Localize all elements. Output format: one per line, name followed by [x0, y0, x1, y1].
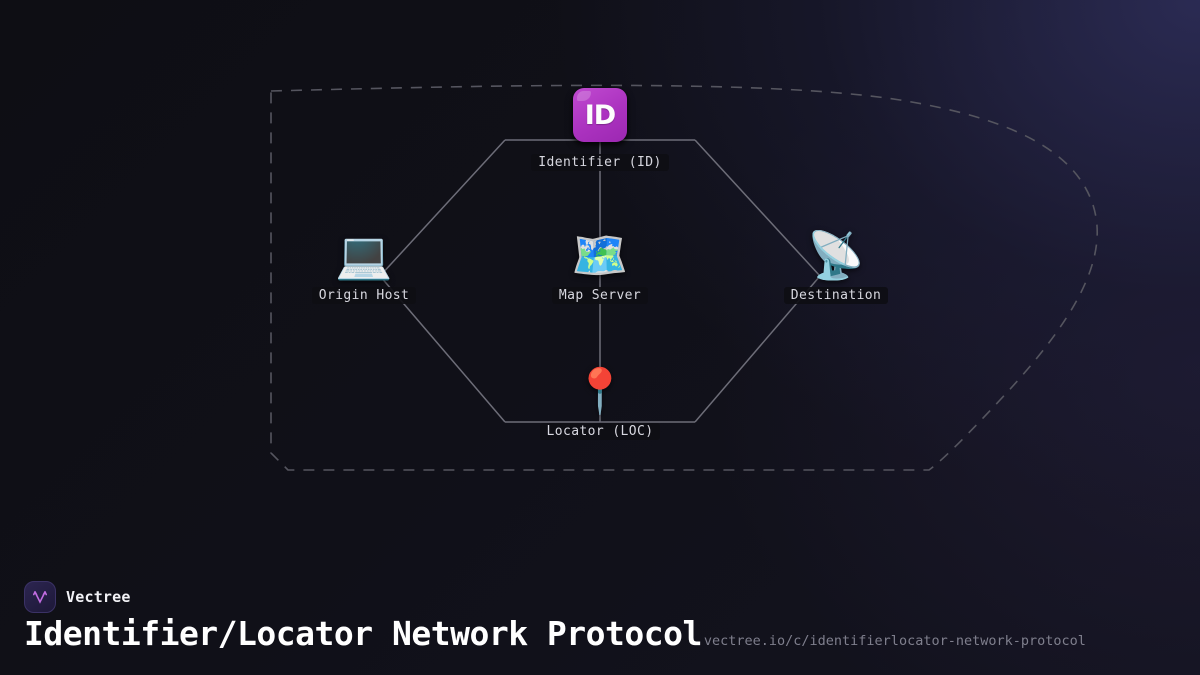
- round-pushpin-icon: 📍: [572, 366, 628, 417]
- node-map-server[interactable]: 🗺️ Map Server: [520, 232, 680, 304]
- vectree-logo-icon: [24, 581, 56, 613]
- node-destination[interactable]: 📡 Destination: [756, 232, 916, 304]
- node-origin-host-label: Origin Host: [311, 287, 417, 304]
- node-identifier[interactable]: Identifier (ID): [520, 88, 680, 171]
- world-map-icon: 🗺️: [571, 228, 629, 282]
- laptop-icon: 💻: [335, 228, 393, 282]
- node-locator[interactable]: 📍 Locator (LOC): [520, 370, 680, 440]
- brand-name: Vectree: [66, 588, 131, 606]
- footer: Vectree Identifier/Locator Network Proto…: [0, 563, 1200, 675]
- node-map-server-label: Map Server: [551, 287, 649, 304]
- link-id-to-destination: [694, 139, 821, 277]
- page-title: Identifier/Locator Network Protocol: [24, 614, 702, 653]
- page-url: vectree.io/c/identifierlocator-network-p…: [703, 633, 1086, 649]
- node-origin-host[interactable]: 💻 Origin Host: [284, 232, 444, 304]
- title-row: Identifier/Locator Network Protocol vect…: [24, 614, 1176, 653]
- node-identifier-label: Identifier (ID): [531, 154, 669, 171]
- id-badge-icon: [520, 88, 680, 145]
- link-id-to-origin: [379, 139, 506, 277]
- brand[interactable]: Vectree: [24, 581, 131, 613]
- node-destination-label: Destination: [783, 287, 889, 304]
- node-locator-label: Locator (LOC): [539, 423, 661, 440]
- satellite-antenna-icon: 📡: [807, 228, 865, 282]
